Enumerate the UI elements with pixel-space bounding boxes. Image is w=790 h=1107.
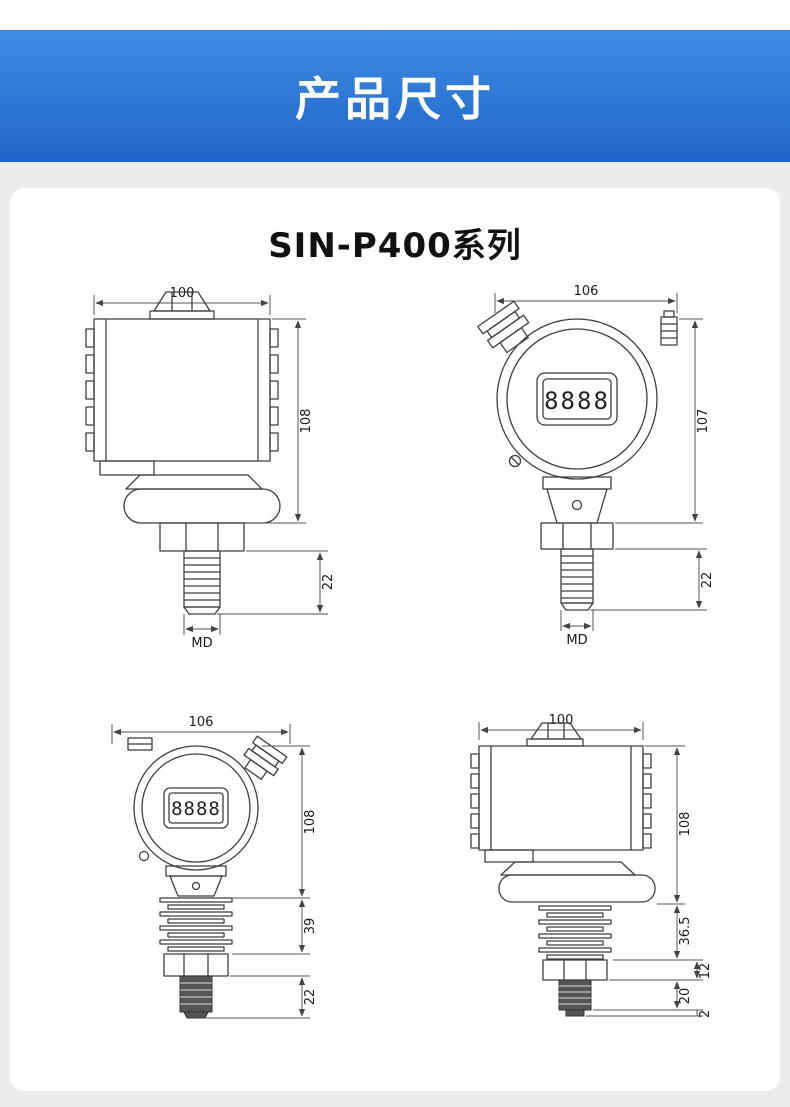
dim-thread-length bbox=[589, 548, 707, 611]
content-area: SIN-P400系列 100 bbox=[0, 162, 790, 1107]
dim-thread-length-label: 20 bbox=[678, 988, 693, 1005]
dim-thread-length-label: 22 bbox=[321, 574, 336, 591]
conduit-entry bbox=[483, 849, 534, 863]
drawing-side-view-fins: 100 bbox=[469, 713, 713, 1018]
dim-width-label: 106 bbox=[573, 284, 598, 299]
dim-thread-length bbox=[205, 975, 310, 1019]
top-strip bbox=[0, 0, 790, 30]
dim-thread-length-label: 22 bbox=[700, 572, 715, 589]
dim-thread-length bbox=[592, 981, 703, 1011]
drawing-side-view: 100 bbox=[84, 286, 336, 651]
cable-gland bbox=[242, 735, 287, 780]
process-connection bbox=[122, 474, 281, 524]
neck bbox=[164, 865, 227, 897]
thread-tip bbox=[565, 1009, 584, 1017]
dim-width bbox=[111, 724, 290, 744]
cover-lock-screw bbox=[138, 850, 149, 862]
dim-height-label: 108 bbox=[303, 810, 318, 835]
dim-height-label: 108 bbox=[678, 812, 693, 837]
dim-nut-length-label: 12 bbox=[698, 963, 713, 980]
dim-width-label: 100 bbox=[169, 286, 194, 301]
dim-thread-length-label: 22 bbox=[303, 989, 318, 1006]
dim-width-label: 100 bbox=[548, 713, 573, 728]
page-title: 产品尺寸 bbox=[295, 72, 495, 126]
dim-height-label: 108 bbox=[299, 409, 314, 434]
dim-height bbox=[644, 745, 685, 905]
hex-cap bbox=[525, 722, 584, 747]
hex-nut bbox=[162, 953, 229, 977]
thread bbox=[179, 975, 212, 1019]
dim-thread-size bbox=[183, 614, 220, 635]
process-connection bbox=[497, 861, 656, 903]
round-housing bbox=[132, 745, 259, 871]
drawing-front-view-fins: 106 bbox=[111, 715, 318, 1019]
thread bbox=[182, 550, 221, 615]
dim-width bbox=[494, 293, 677, 313]
dim-tip-length-label: 2 bbox=[698, 1010, 713, 1018]
cover-lock-screw bbox=[508, 454, 521, 468]
dim-thread-size bbox=[560, 610, 593, 631]
hex-nut bbox=[539, 522, 614, 550]
transmitter-housing bbox=[84, 318, 279, 462]
vent-plug bbox=[126, 737, 153, 751]
dim-tip-length bbox=[585, 1010, 703, 1017]
transmitter-housing bbox=[469, 745, 652, 851]
round-housing bbox=[495, 318, 658, 480]
drawings-grid: 100 bbox=[16, 277, 774, 1083]
header-banner: 产品尺寸 bbox=[0, 30, 790, 162]
dim-nut-length bbox=[608, 961, 703, 981]
conduit-entry bbox=[98, 460, 155, 476]
neck bbox=[541, 476, 612, 524]
display-window bbox=[535, 372, 618, 426]
vent-plug bbox=[659, 310, 678, 346]
dim-fin-length bbox=[612, 905, 703, 961]
dim-height bbox=[231, 745, 310, 899]
dim-width-label: 106 bbox=[188, 715, 213, 730]
dim-height bbox=[614, 318, 703, 524]
cable-gland bbox=[476, 300, 529, 354]
dim-thread-length bbox=[216, 550, 328, 615]
display-digits: 8888 bbox=[171, 798, 221, 820]
display-window bbox=[162, 787, 229, 829]
dim-fin-length-label: 39 bbox=[303, 918, 318, 935]
hex-nut bbox=[541, 959, 608, 981]
dim-fin-length bbox=[231, 899, 310, 955]
dim-thread-size-label: MD bbox=[566, 633, 587, 648]
dim-width bbox=[478, 722, 643, 740]
dim-thread-size-label: MD bbox=[191, 636, 212, 651]
hex-cap bbox=[148, 291, 215, 320]
dim-height-label: 107 bbox=[696, 409, 711, 434]
thread bbox=[559, 548, 594, 611]
series-title: SIN-P400系列 bbox=[268, 226, 522, 266]
dim-height bbox=[245, 318, 306, 524]
drawing-front-view: 106 bbox=[476, 284, 715, 648]
cooling-fins bbox=[537, 905, 612, 960]
dim-fin-length-label: 36.5 bbox=[678, 917, 693, 946]
thread bbox=[558, 979, 591, 1017]
dim-width bbox=[93, 295, 270, 315]
hex-nut bbox=[158, 522, 245, 552]
display-digits: 8888 bbox=[544, 387, 610, 415]
dimensions-card: SIN-P400系列 100 bbox=[10, 188, 780, 1091]
cooling-fins bbox=[158, 897, 233, 952]
